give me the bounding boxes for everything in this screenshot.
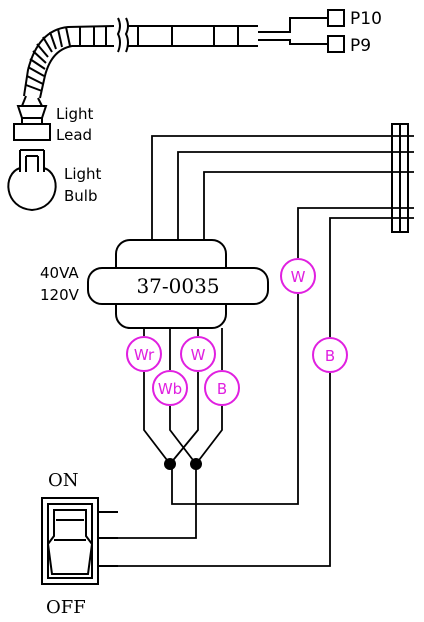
wire-tag-w-transformer: W bbox=[180, 336, 216, 372]
flex-conduit bbox=[23, 25, 115, 99]
svg-text:Wb: Wb bbox=[158, 380, 182, 398]
light-lead-label-line2: Lead bbox=[56, 126, 92, 144]
connector-p10-label: P10 bbox=[350, 9, 382, 29]
wire-switch-mid bbox=[110, 464, 197, 539]
wire-b-right-lower bbox=[110, 372, 331, 567]
connector-p9 bbox=[327, 35, 345, 53]
transformer-label-plate bbox=[87, 267, 269, 305]
wire-terminal-3 bbox=[203, 171, 414, 242]
switch-off-label: OFF bbox=[46, 597, 86, 618]
switch-rocker bbox=[46, 509, 94, 575]
junction-dot-left bbox=[164, 458, 176, 470]
wire-wb-lower bbox=[169, 406, 197, 465]
wire-w-right bbox=[297, 207, 414, 258]
transformer: 37-0035 bbox=[87, 239, 269, 329]
break-marks bbox=[116, 17, 129, 53]
svg-text:W: W bbox=[291, 268, 306, 286]
wiring bbox=[110, 135, 414, 567]
svg-text:Wr: Wr bbox=[134, 346, 155, 364]
wire-b-right bbox=[329, 217, 414, 338]
svg-text:B: B bbox=[325, 347, 335, 365]
wire-w-trans-lower bbox=[169, 372, 199, 465]
wire-tag-w-right: W bbox=[280, 258, 316, 294]
connector-p10 bbox=[327, 9, 345, 27]
light-bulb-label-line1: Light bbox=[64, 165, 102, 183]
light-bulb-label-line2: Bulb bbox=[64, 187, 98, 205]
junction-dot-right bbox=[190, 458, 202, 470]
cable-sleeve bbox=[128, 25, 258, 47]
light-lead-icon bbox=[13, 95, 51, 141]
lead-p9 bbox=[258, 39, 328, 45]
switch-on-label: ON bbox=[48, 470, 79, 491]
light-lead-label-line1: Light bbox=[56, 105, 94, 123]
wire-tag-b-transformer: B bbox=[204, 370, 240, 406]
cable-assembly bbox=[23, 17, 328, 99]
wire-b-trans-lower bbox=[195, 406, 223, 465]
lead-p10 bbox=[258, 17, 328, 33]
wire-terminal-1 bbox=[151, 135, 414, 242]
switch-bezel bbox=[47, 503, 93, 579]
svg-text:W: W bbox=[191, 346, 206, 364]
wire-wr-lower bbox=[143, 372, 171, 465]
terminal-block bbox=[391, 123, 409, 233]
switch-housing bbox=[41, 497, 99, 585]
rocker-switch bbox=[41, 497, 118, 585]
transformer-part-number: 37-0035 bbox=[136, 274, 219, 298]
wire-tag-b-right: B bbox=[312, 337, 348, 373]
light-bulb-icon bbox=[7, 149, 57, 212]
connector-p9-label: P9 bbox=[350, 36, 371, 56]
wire-tag-wb: Wb bbox=[152, 370, 188, 406]
transformer-rating-v: 120V bbox=[40, 286, 80, 304]
wire-terminal-2 bbox=[177, 151, 414, 242]
wire-w-right-lower bbox=[171, 294, 299, 505]
wire-tag-wr: Wr bbox=[126, 336, 162, 372]
transformer-rating-va: 40VA bbox=[40, 264, 79, 282]
svg-text:B: B bbox=[217, 380, 227, 398]
